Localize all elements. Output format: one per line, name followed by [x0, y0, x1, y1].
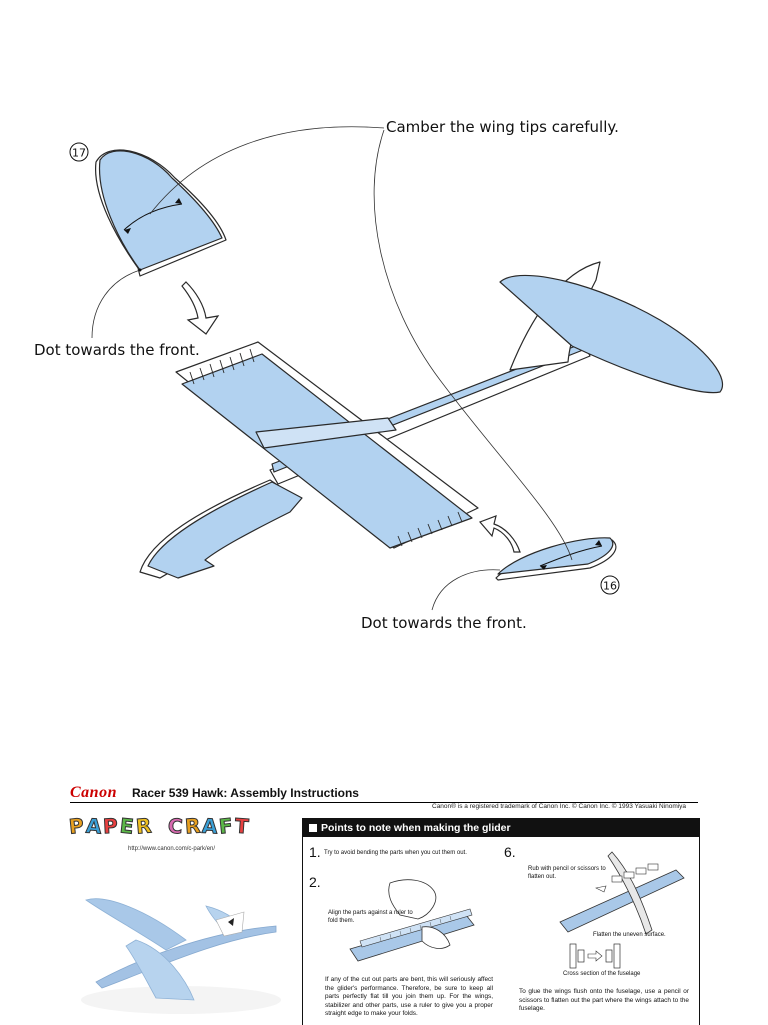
curved-arrow-icon	[478, 515, 521, 553]
step-6-flatten: Flatten the uneven surface.	[593, 932, 666, 938]
step-1-number: 1.	[309, 844, 321, 860]
wingtip-part-17	[95, 149, 227, 277]
flatten-illustration	[559, 851, 685, 935]
assembly-diagram: 17 16	[69, 126, 724, 611]
callout-dot-left: Dot towards the front.	[34, 341, 200, 359]
square-bullet-icon	[309, 824, 317, 832]
ruler-fold-illustration	[349, 879, 475, 962]
glider-photo	[81, 898, 281, 1014]
part-number-16	[600, 575, 620, 595]
part-number-17-label: 17	[72, 147, 86, 160]
step-6-cross: Cross section of the fuselage	[563, 971, 641, 977]
cross-section-illustration	[569, 943, 621, 969]
trademark-notice: Canon® is a registered trademark of Cano…	[432, 803, 687, 810]
points-panel: Points to note when making the glider	[302, 818, 700, 1025]
part-number-16-label: 16	[603, 580, 617, 593]
callout-dot-right: Dot towards the front.	[361, 614, 527, 632]
step-2-text: If any of the cut out parts are bent, th…	[325, 976, 493, 1018]
header-rule	[70, 802, 698, 803]
papercraft-logo: PAPER CRAFT	[67, 813, 250, 839]
down-arrow-icon	[181, 281, 220, 335]
part-number-17	[69, 142, 89, 162]
canon-logo: Canon	[70, 784, 117, 801]
step-2-caption: Align the parts against a ruler to fold …	[328, 910, 413, 924]
document-title: Racer 539 Hawk: Assembly Instructions	[132, 786, 359, 800]
step-1-text: Try to avoid bending the parts when you …	[324, 850, 467, 856]
step-2-number: 2.	[309, 874, 321, 890]
step-6-caption: Rub with pencil or scissors to flatten o…	[528, 866, 606, 880]
glider-assembly	[139, 261, 724, 579]
step-6-text: To glue the wings flush onto the fuselag…	[519, 988, 689, 1013]
canon-url: http://www.canon.com/c-park/en/	[128, 846, 216, 852]
step-6-number: 6.	[504, 844, 516, 860]
points-heading: Points to note when making the glider	[303, 819, 699, 837]
callout-camber: Camber the wing tips carefully.	[386, 118, 619, 136]
